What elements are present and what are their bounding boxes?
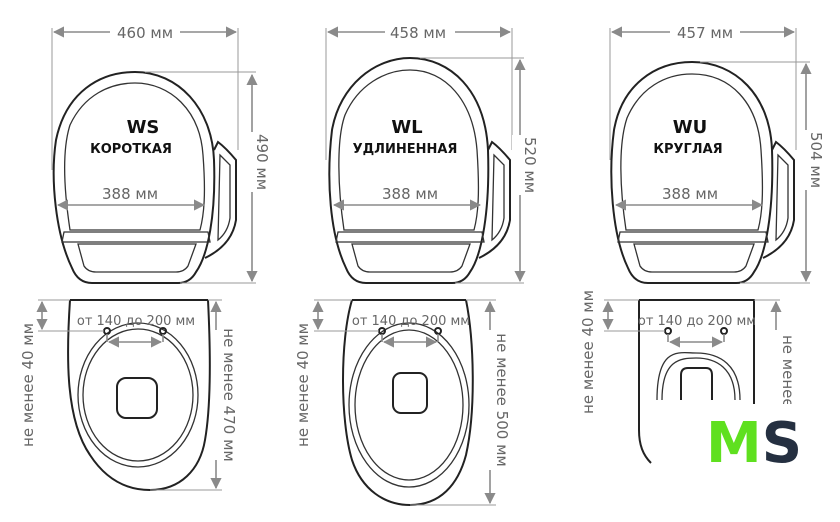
min-front-label: не менее 40 мм — [579, 290, 597, 414]
min-length-label: не менее 500 мм — [493, 333, 511, 466]
length-label: 504 мм — [807, 132, 825, 188]
model-name: КРУГЛАЯ — [653, 142, 722, 157]
logo-letter-s: S — [762, 411, 802, 476]
hole-spacing-label: от 140 до 200 мм — [352, 314, 470, 329]
logo-text: MS — [706, 411, 802, 476]
model-code: WS — [127, 117, 160, 138]
width-label: 458 мм — [390, 24, 446, 42]
model-code: WU — [673, 117, 707, 138]
width-label: 460 мм — [117, 24, 173, 42]
min-length-label: не менее — [779, 335, 797, 408]
seat-ws-top-view: 460 мм 490 мм WS КОРОТКАЯ 388 мм — [51, 22, 271, 284]
bowl-ws-bottom-view: от 140 до 200 мм не менее 40 мм не менее… — [19, 299, 238, 492]
min-front-label: не менее 40 мм — [19, 323, 37, 447]
bowl-wu-bottom-view: от 140 до 200 мм не менее 40 мм не менее — [579, 290, 797, 464]
width-label: 457 мм — [677, 24, 733, 42]
inner-width-label: 388 мм — [662, 185, 718, 203]
model-code: WL — [391, 117, 422, 138]
inner-width-label: 388 мм — [382, 185, 438, 203]
ms-logo: MS — [700, 404, 840, 522]
inner-width-label: 388 мм — [102, 185, 158, 203]
model-name: УДЛИНЕННАЯ — [353, 142, 458, 157]
model-name: КОРОТКАЯ — [90, 142, 172, 157]
min-front-label: не менее 40 мм — [294, 323, 312, 447]
bowl-wl-bottom-view: от 140 до 200 мм не менее 40 мм не менее… — [294, 299, 511, 507]
logo-letter-m: M — [706, 411, 762, 476]
hole-spacing-label: от 140 до 200 мм — [77, 314, 195, 329]
hole-spacing-label: от 140 до 200 мм — [638, 314, 756, 329]
length-label: 520 мм — [521, 137, 539, 193]
min-length-label: не менее 470 мм — [220, 328, 238, 461]
length-label: 490 мм — [253, 134, 271, 190]
seat-wu-top-view: 457 мм 504 мм WU КРУГЛАЯ 388 мм — [609, 22, 825, 284]
seat-wl-top-view: 458 мм 520 мм WL УДЛИНЕННАЯ 388 мм — [325, 22, 539, 284]
